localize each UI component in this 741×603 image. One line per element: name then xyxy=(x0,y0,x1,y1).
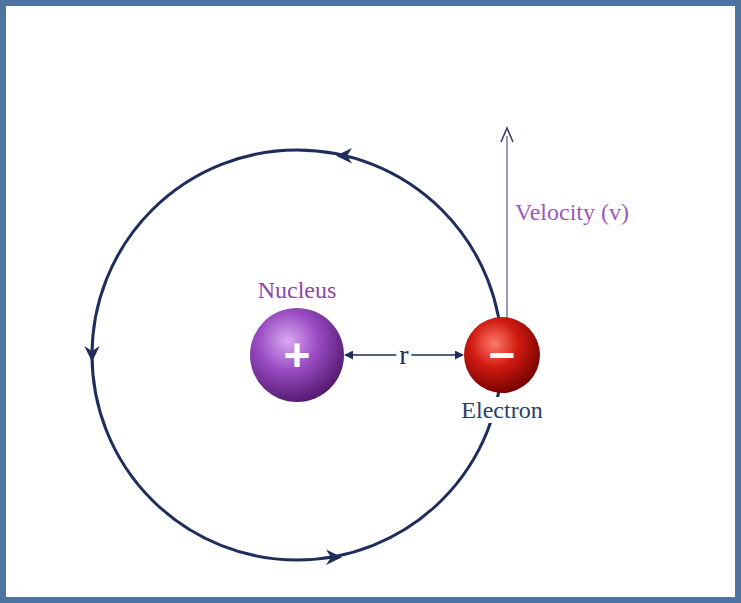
electron-circle-fill xyxy=(464,317,540,393)
radius-label: r xyxy=(396,341,411,369)
nucleus-circle: Nucleus+ xyxy=(250,308,344,402)
orbit-arrowhead xyxy=(326,550,342,565)
orbit-arrowhead xyxy=(84,346,99,362)
charge-sign: − xyxy=(464,317,540,393)
electron-label: Electron xyxy=(458,397,545,423)
velocity-arrow xyxy=(506,136,508,318)
velocity-label: Velocity (v) xyxy=(515,199,629,225)
frame xyxy=(3,3,738,600)
nucleus-label: Nucleus xyxy=(255,277,340,303)
orbit-arrowhead xyxy=(336,148,352,163)
velocity-arrowhead xyxy=(501,128,513,142)
nucleus-circle-fill xyxy=(250,308,344,402)
charge-sign: + xyxy=(250,308,344,402)
electron-circle: −Electron xyxy=(464,317,540,393)
orbit-path xyxy=(92,150,502,560)
